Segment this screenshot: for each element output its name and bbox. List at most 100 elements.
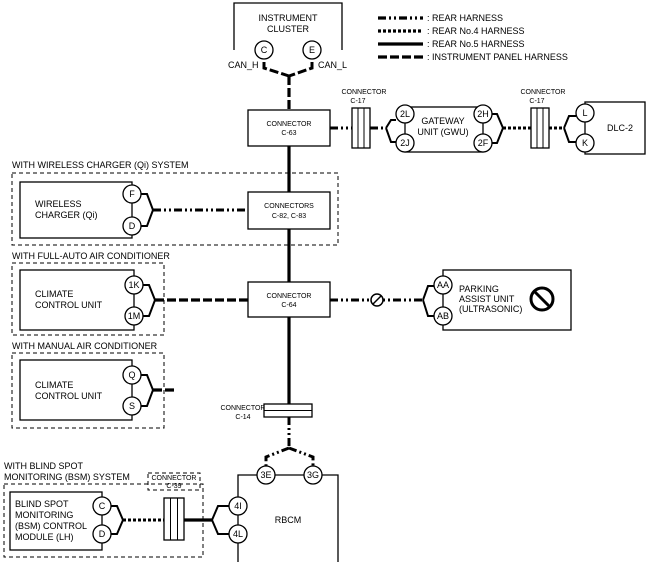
gateway-pin-2j: 2J — [400, 138, 410, 148]
rbcm-pin-4l: 4L — [233, 529, 243, 539]
group-bsm-label-2: MONITORING (BSM) SYSTEM — [4, 472, 130, 482]
dlc-2: DLC-2 L K — [575, 101, 646, 155]
legend-rear-no4-label: : REAR No.4 HARNESS — [427, 26, 525, 36]
c14-label-1: CONNECTOR — [221, 405, 266, 412]
dlc-pin-k: K — [582, 138, 588, 148]
c82-label-1: CONNECTORS — [264, 203, 314, 210]
climate-manual-label-1: CLIMATE — [35, 380, 73, 390]
rbcm-pin-3g: 3G — [307, 470, 319, 480]
rbcm: RBCM 3E 3G 4I 4L — [228, 465, 339, 562]
climate-control-manual: CLIMATE CONTROL UNIT Q S — [19, 359, 142, 421]
cluster-label-2: CLUSTER — [267, 24, 310, 34]
c63-label-2: C-63 — [281, 130, 296, 137]
climate-manual-label-2: CONTROL UNIT — [35, 391, 103, 401]
c17a-label-1: CONNECTOR — [342, 89, 387, 96]
c17a-label-2: C-17 — [350, 98, 365, 105]
climate-manual-pin-q: Q — [128, 370, 135, 380]
parking-label-1: PARKING — [459, 284, 499, 294]
wire-gateway-2l — [385, 119, 396, 129]
connector-c39: CONNECTOR C-39 — [147, 472, 201, 541]
wire-bsm-c — [111, 505, 124, 521]
legend: : REAR HARNESS : REAR No.4 HARNESS : REA… — [378, 13, 568, 62]
dlc-label: DLC-2 — [607, 123, 633, 133]
wire-parking-aa — [422, 285, 434, 301]
rbcm-pin-3e: 3E — [260, 470, 271, 480]
wire-wireless-f — [141, 193, 154, 211]
c17b-label-1: CONNECTOR — [521, 89, 566, 96]
parking-label-3: (ULTRASONIC) — [459, 304, 522, 314]
wireless-charger: WIRELESS CHARGER (Qi) F D — [19, 181, 142, 239]
c64-label-1: CONNECTOR — [267, 293, 312, 300]
wire-dlc-k — [563, 127, 576, 143]
wire-rbcm-3e — [264, 446, 290, 466]
group-full-auto-label: WITH FULL-AUTO AIR CONDITIONER — [12, 251, 170, 261]
gateway-pin-2l: 2L — [400, 109, 410, 119]
wireless-pin-f: F — [129, 189, 135, 199]
wire-gateway-2f — [492, 127, 504, 144]
c39-label-box — [147, 472, 201, 491]
wire-rbcm-3g — [288, 446, 315, 466]
group-manual-label: WITH MANUAL AIR CONDITIONER — [12, 341, 158, 351]
wire-cluster-can-h — [262, 62, 290, 78]
bsm-label-1: BLIND SPOT — [15, 499, 69, 509]
climate-auto-label-2: CONTROL UNIT — [35, 300, 103, 310]
connector-c17-right: CONNECTOR C-17 — [521, 89, 566, 149]
wireless-label-1: WIRELESS — [35, 199, 82, 209]
rbcm-pin-4i: 4I — [234, 501, 242, 511]
c14-label-2: C-14 — [235, 414, 250, 421]
gateway-unit: GATEWAY UNIT (GWU) 2L 2J 2H 2F — [395, 104, 493, 153]
wireless-label-2: CHARGER (Qi) — [35, 210, 98, 220]
climate-manual-pin-s: S — [129, 401, 135, 411]
wire-rbcm-4i — [211, 505, 229, 521]
group-bsm-label-1: WITH BLIND SPOT — [4, 461, 84, 471]
group-manual-box — [11, 352, 165, 429]
parking-pin-ab: AB — [437, 311, 449, 321]
c17b-label-2: C-17 — [529, 98, 544, 105]
wire-gateway-2h — [492, 113, 504, 129]
cluster-can-l-label: CAN_L — [318, 60, 347, 70]
cluster-pin-c: C — [261, 45, 268, 55]
no-connection-symbol-small — [370, 293, 384, 307]
instrument-cluster: INSTRUMENT CLUSTER C E CAN_H CAN_L — [228, 2, 347, 70]
parking-label-2: ASSIST UNIT — [459, 294, 515, 304]
legend-rear-no5-label: : REAR No.5 HARNESS — [427, 39, 525, 49]
connector-c63: CONNECTOR C-63 — [247, 109, 331, 147]
gateway-label-1: GATEWAY — [421, 116, 464, 126]
climate-auto-pin-1k: 1K — [128, 280, 139, 290]
wire-rbcm-4l — [211, 519, 229, 535]
connector-c17-left: CONNECTOR C-17 — [342, 89, 387, 149]
climate-auto-pin-1m: 1M — [128, 311, 141, 321]
bsm-label-3: (BSM) CONTROL — [15, 521, 87, 531]
gateway-pin-2f: 2F — [478, 138, 489, 148]
rbcm-label: RBCM — [275, 515, 302, 525]
c64-label-2: C-64 — [281, 302, 296, 309]
wire-climate-1m — [143, 299, 156, 317]
group-wireless-label: WITH WIRELESS CHARGER (Qi) SYSTEM — [12, 160, 189, 170]
c82-label-2: C-82, C-83 — [272, 213, 306, 220]
dlc-pin-l: L — [582, 108, 587, 118]
cluster-can-h-label: CAN_H — [228, 60, 259, 70]
no-connection-symbol — [529, 286, 555, 312]
wire-parking-ab — [422, 299, 434, 317]
wire-dlc-l — [563, 115, 576, 129]
bsm-label-4: MODULE (LH) — [15, 532, 74, 542]
gateway-label-2: UNIT (GWU) — [417, 127, 468, 137]
climate-control-auto: CLIMATE CONTROL UNIT 1K 1M — [19, 269, 144, 331]
connector-c64: CONNECTOR C-64 — [247, 281, 331, 318]
connector-c14: CONNECTOR C-14 — [221, 403, 313, 421]
bsm-label-2: MONITORING — [15, 510, 73, 520]
bsm-pin-d: D — [99, 529, 106, 539]
group-bsm-box — [3, 483, 204, 558]
wire-gateway-2j — [385, 127, 396, 143]
legend-rear-harness-label: : REAR HARNESS — [427, 13, 503, 23]
c63-label-1: CONNECTOR — [267, 121, 312, 128]
climate-auto-label-1: CLIMATE — [35, 289, 73, 299]
wireless-pin-d: D — [129, 221, 136, 231]
cluster-pin-e: E — [309, 45, 315, 55]
bsm-pin-c: C — [99, 501, 106, 511]
legend-ip-harness-label: : INSTRUMENT PANEL HARNESS — [427, 52, 568, 62]
wire-cluster-can-l — [288, 62, 314, 78]
c39-label-2: C-39 — [166, 483, 181, 490]
wire-climate-1k — [143, 284, 156, 301]
